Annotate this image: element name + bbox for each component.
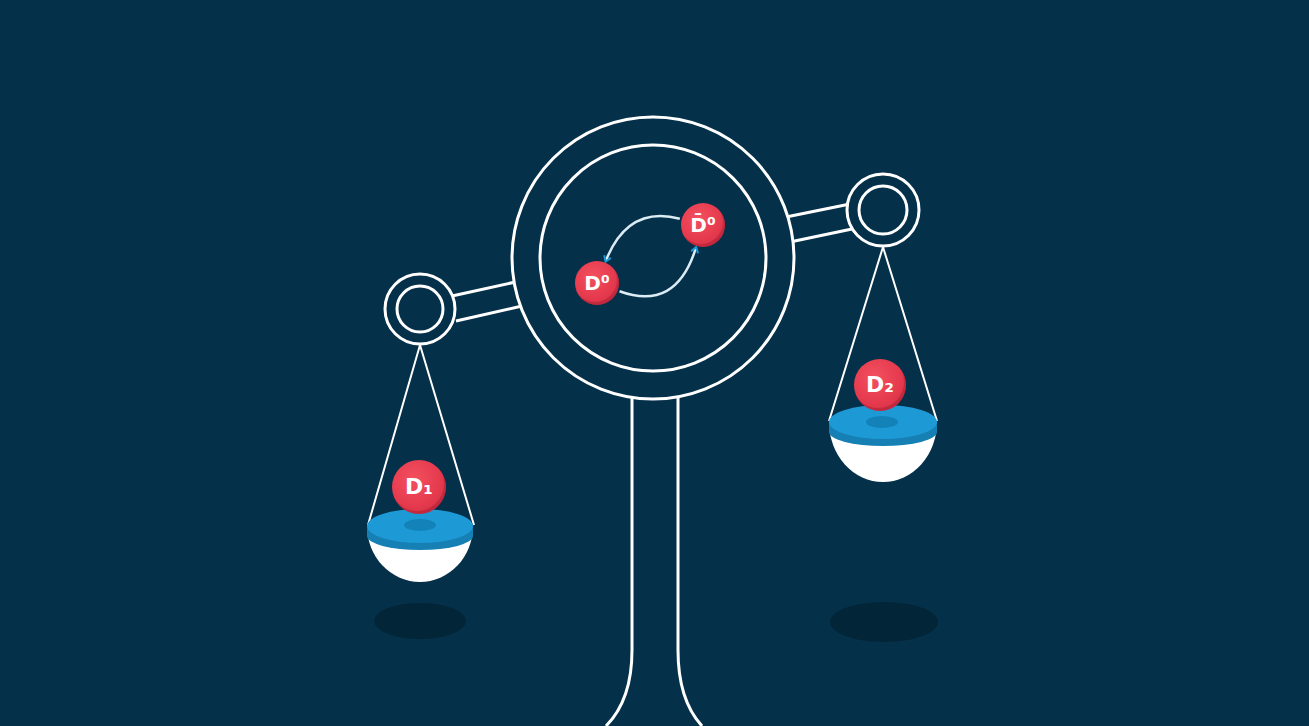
pivot-ring [859,186,907,234]
pan-string [368,345,474,525]
particle-label: D̄⁰ [690,215,715,235]
shadow [830,602,938,642]
particle-label: D₂ [866,374,894,396]
particle-circle: D⁰ [575,261,619,305]
particle-label: D⁰ [584,273,609,293]
pan-dimple [866,416,898,428]
oscillation-arrow [606,216,680,261]
right-arm [786,204,852,242]
pivot-ring [847,174,919,246]
oscillation-arrow [620,248,696,296]
particle-label: D₁ [405,476,433,498]
left-arm [452,281,522,321]
particle-circle: D₁ [392,460,446,514]
pivot-ring [385,274,455,344]
pan-top [367,509,473,543]
shadow [374,603,466,639]
particle-circle: D̄⁰ [681,203,725,247]
magnifier-ring [512,117,794,399]
stem-line [606,398,632,726]
pan-string [829,247,937,421]
particle-circle: D₂ [854,359,906,411]
stem-line [678,398,702,726]
magnifier-lens [540,145,766,371]
pivot-ring [397,286,443,332]
pan-dimple [404,519,436,531]
